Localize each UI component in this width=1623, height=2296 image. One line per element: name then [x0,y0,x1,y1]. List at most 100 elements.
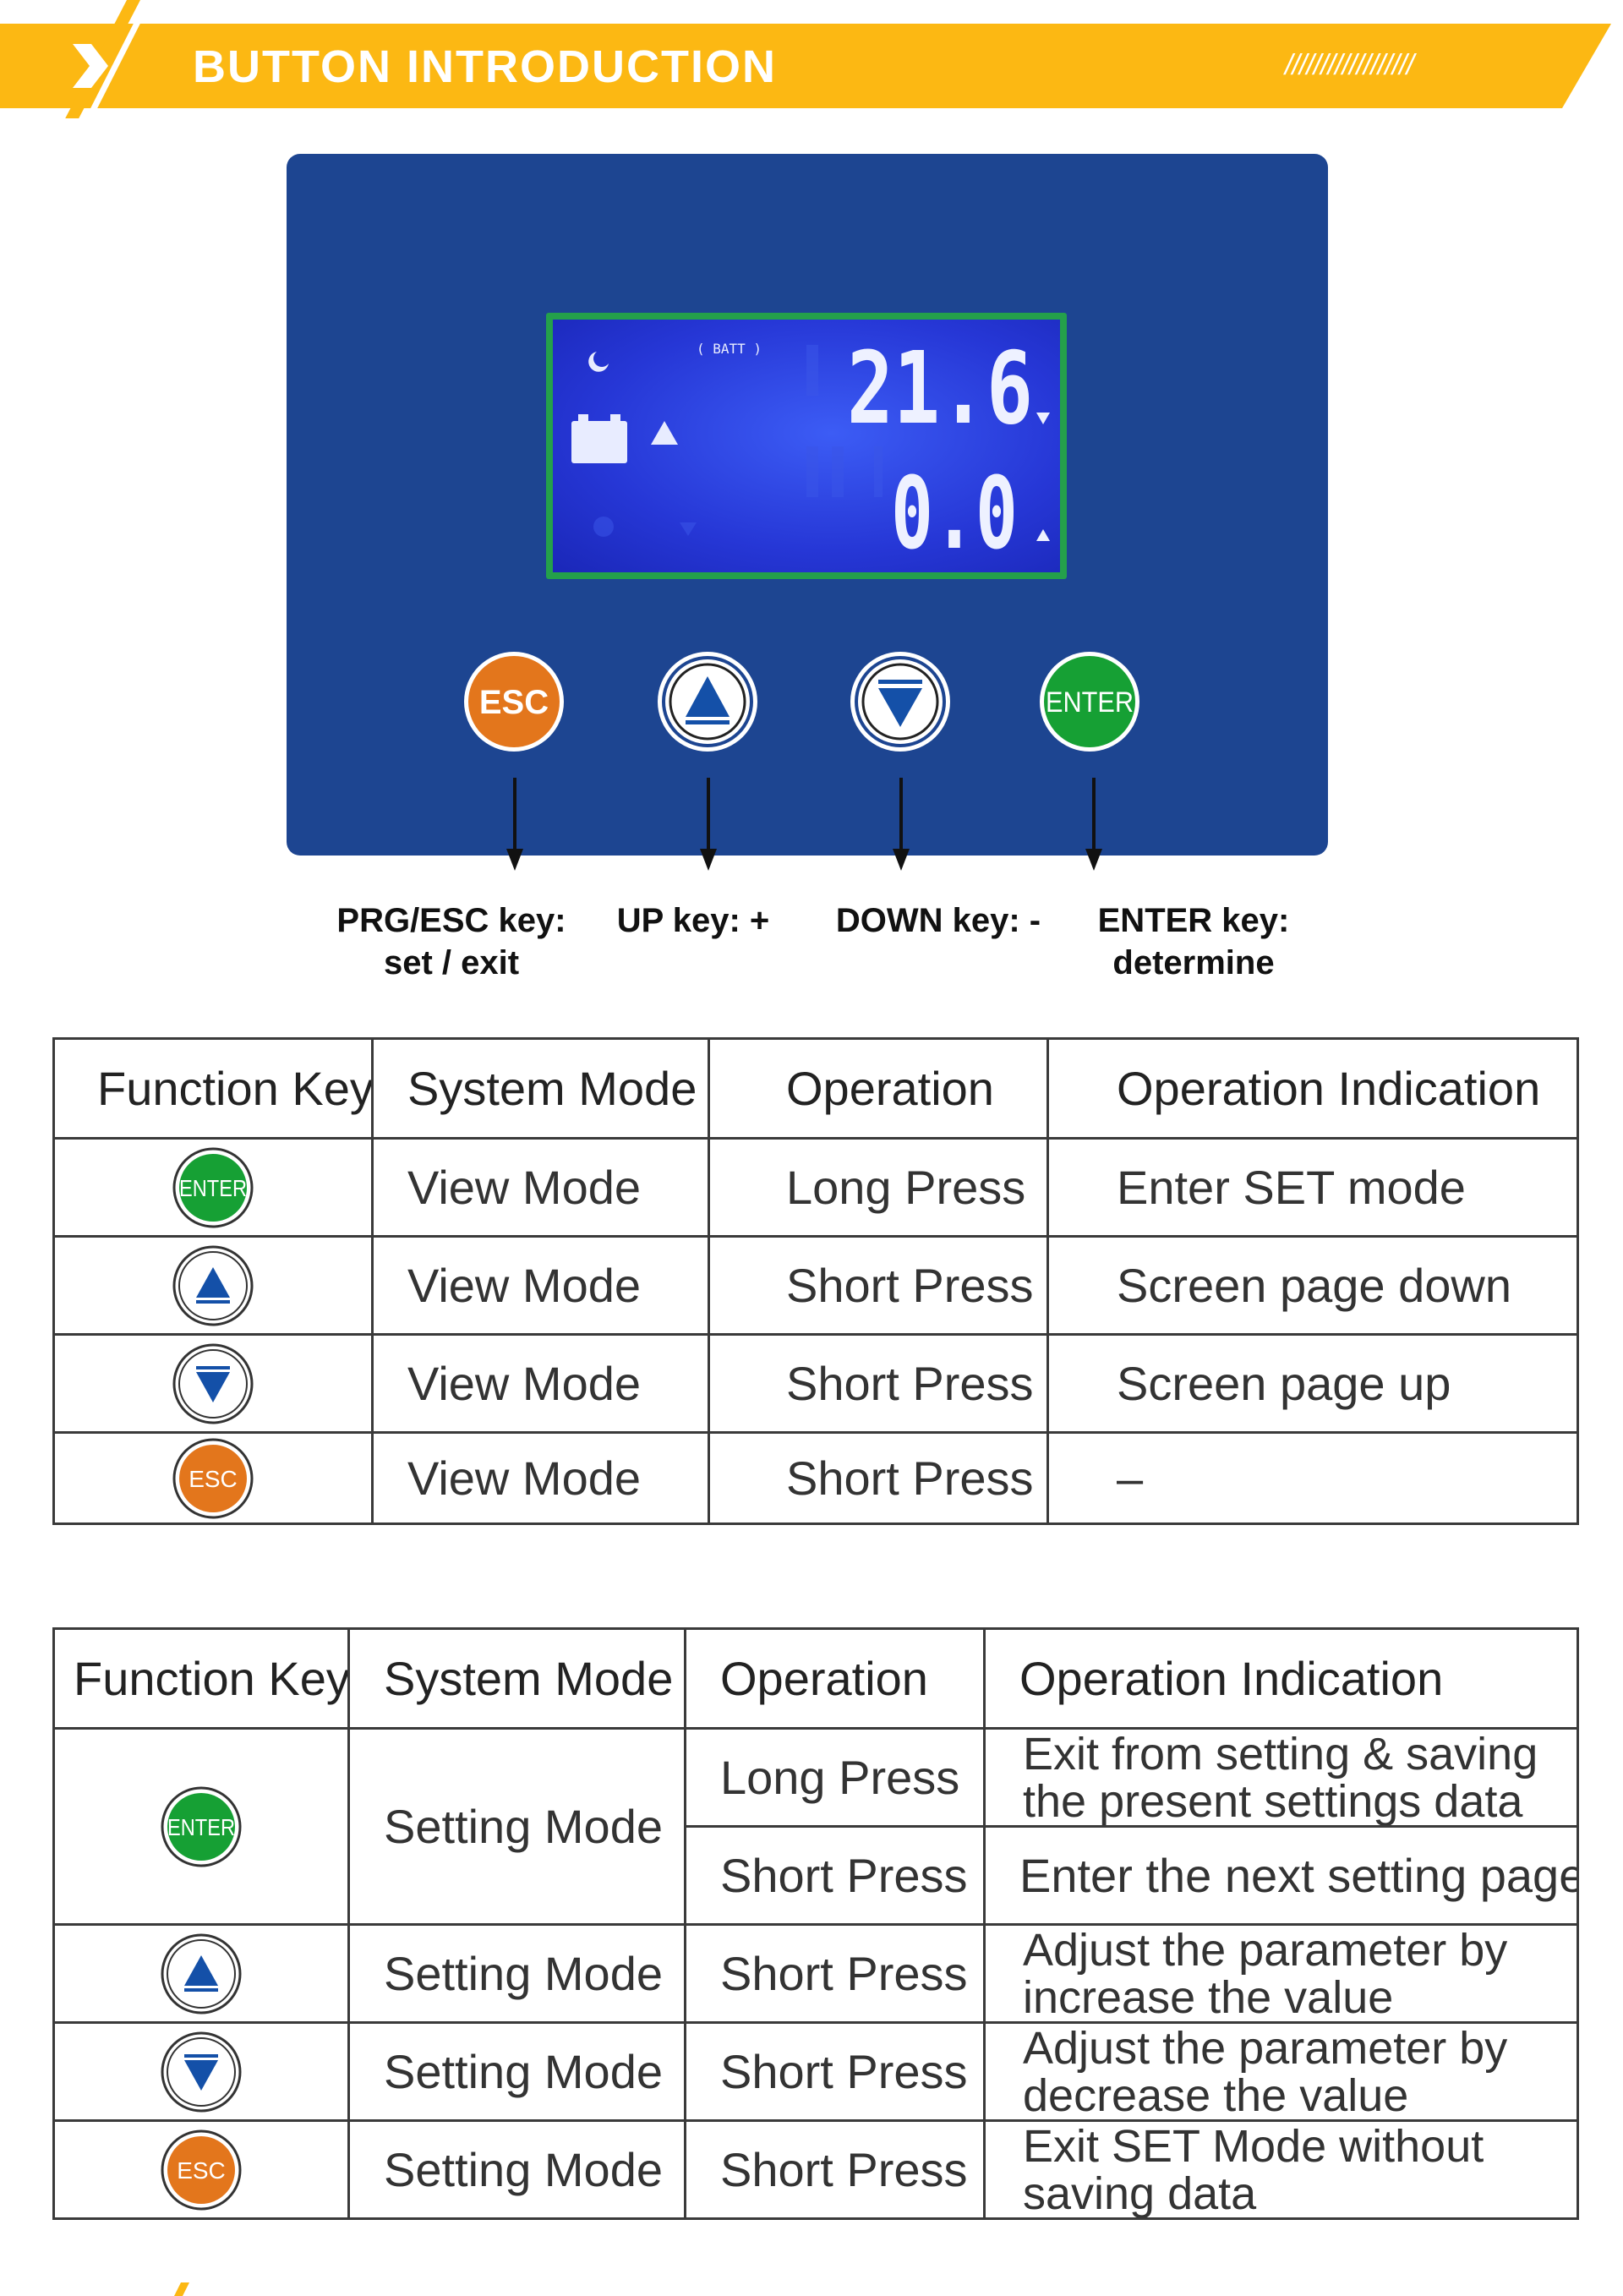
svg-text:ENTER: ENTER [167,1814,235,1840]
indication-line2: increase the value [1023,1971,1394,2023]
indication-line2: the present settings data [1023,1775,1523,1827]
table-header-row: Function Key System Mode Operation Opera… [52,1037,1579,1140]
indication-line2: decrease the value [1023,2069,1409,2121]
section-title: BUTTON INTRODUCTION [193,41,777,92]
up-triangle-icon [172,1245,254,1326]
operation-cell: Short Press [708,1333,1049,1434]
operation-cell: Long Press [708,1137,1049,1238]
lcd-up-marker-icon [1036,529,1050,541]
table-row: ENTER View Mode Long Press Enter SET mod… [52,1137,1579,1238]
controller-panel: ( BATT ) 21.6 0.0 ESC [287,154,1328,856]
operation-cell: Short Press [708,1431,1049,1525]
enter-icon: ENTER [172,1147,254,1228]
esc-icon: ESC [172,1438,254,1519]
section-header-banner: BUTTON INTRODUCTION ////////////////// [0,0,1623,118]
chevron-right-icon [73,44,108,88]
esc-pointer-arrow-icon [506,849,523,871]
esc-key-label-line1: PRG/ESC key: [336,902,566,939]
down-triangle-icon [878,688,922,727]
svg-text:ESC: ESC [177,2157,226,2184]
lcd-display: ( BATT ) 21.6 0.0 [553,320,1060,572]
down-triangle-icon [172,1343,254,1424]
esc-button-label: ESC [479,684,549,721]
up-triangle-icon [161,1933,242,2014]
enter-pointer-line [1092,778,1096,852]
function-key-cell [52,1923,350,2024]
enter-key-label: ENTER key: determine [1067,899,1320,984]
enter-icon: ENTER [161,1786,242,1867]
indication-cell: Enter SET mode [1046,1137,1579,1238]
header-operation-indication: Operation Indication [1046,1037,1579,1140]
banner-shape [0,0,1611,118]
down-button[interactable] [850,651,951,752]
operation-cell: Short Press [684,2021,986,2122]
system-mode-cell: Setting Mode [347,2021,686,2122]
operation-cell: Short Press [684,1825,986,1926]
function-key-cell: ESC [52,2119,350,2220]
indication-cell: Adjust the parameter by increase the val… [983,1923,1579,2024]
down-pointer-line [899,778,903,852]
indication-line1: Exit from setting & saving [1023,1728,1538,1779]
system-mode-cell: View Mode [371,1235,710,1336]
header-operation: Operation [708,1037,1049,1140]
function-key-cell [52,1235,374,1336]
table-row: View Mode Short Press Screen page down [52,1235,1579,1336]
esc-pointer-line [513,778,516,852]
system-mode-cell: View Mode [371,1333,710,1434]
indication-cell: – [1046,1431,1579,1525]
indication-line2: saving data [1023,2168,1257,2219]
indication-cell: Enter the next setting page [983,1825,1579,1926]
table-row: Setting Mode Short Press Adjust the para… [52,1923,1579,2024]
decorative-slashes: ////////////////// [1285,49,1414,81]
system-mode-cell: Setting Mode [347,2119,686,2220]
operation-cell: Short Press [684,2119,986,2220]
up-key-label: UP key: + [616,902,770,939]
esc-key-label-line2: set / exit [383,944,520,981]
esc-icon: ESC [161,2129,242,2211]
function-key-cell: ENTER [52,1727,350,1926]
system-mode-cell: Setting Mode [347,1727,686,1926]
system-mode-cell: View Mode [371,1137,710,1238]
lcd-frame: ( BATT ) 21.6 0.0 [546,313,1067,579]
enter-button[interactable]: ENTER [1039,651,1140,752]
lcd-bottom-value: 0.0 [891,455,1018,571]
enter-key-label-line2: determine [1112,944,1275,981]
down-triangle-icon [161,2031,242,2113]
indication-cell: Screen page up [1046,1333,1579,1434]
table-row: Short Press Enter the next setting page [54,1825,1579,1926]
lcd-down-marker-icon [1036,413,1050,424]
view-mode-table: Function Key System Mode Operation Opera… [52,1037,1579,1525]
indication-line1: Adjust the parameter by [1023,2022,1508,2074]
enter-key-label-line1: ENTER key: [1097,902,1290,939]
moon-icon [588,352,609,372]
table-row: ESC View Mode Short Press – [52,1431,1579,1525]
indication-cell: Exit from setting & saving the present s… [983,1727,1579,1828]
svg-text:ESC: ESC [189,1466,238,1492]
operation-cell: Short Press [684,1923,986,2024]
up-triangle-icon [686,676,730,717]
indication-line1: Exit SET Mode without [1023,2120,1484,2172]
up-pointer-line [707,778,710,852]
operation-cell: Long Press [684,1727,986,1828]
header-system-mode: System Mode [347,1627,686,1730]
header-operation-indication: Operation Indication [983,1627,1579,1730]
up-pointer-arrow-icon [700,849,717,871]
down-key-label: DOWN key: - [835,902,1041,939]
next-section-marker [174,2282,189,2296]
indication-line1: Adjust the parameter by [1023,1924,1508,1976]
table-header-row: Function Key System Mode Operation Opera… [52,1627,1579,1730]
up-button[interactable] [657,651,758,752]
function-key-cell: ENTER [52,1137,374,1238]
esc-button[interactable]: ESC [463,651,565,752]
esc-key-label: PRG/ESC key: set / exit [325,899,578,984]
system-mode-cell: Setting Mode [347,1923,686,2024]
header-operation: Operation [684,1627,986,1730]
indication-cell: Exit SET Mode without saving data [983,2119,1579,2220]
system-mode-cell: View Mode [371,1431,710,1525]
function-key-cell [52,2021,350,2122]
svg-text:ENTER: ENTER [179,1175,247,1201]
header-system-mode: System Mode [371,1037,710,1140]
down-pointer-arrow-icon [893,849,910,871]
battery-icon [571,414,627,463]
table-row: ESC Setting Mode Short Press Exit SET Mo… [52,2119,1579,2220]
